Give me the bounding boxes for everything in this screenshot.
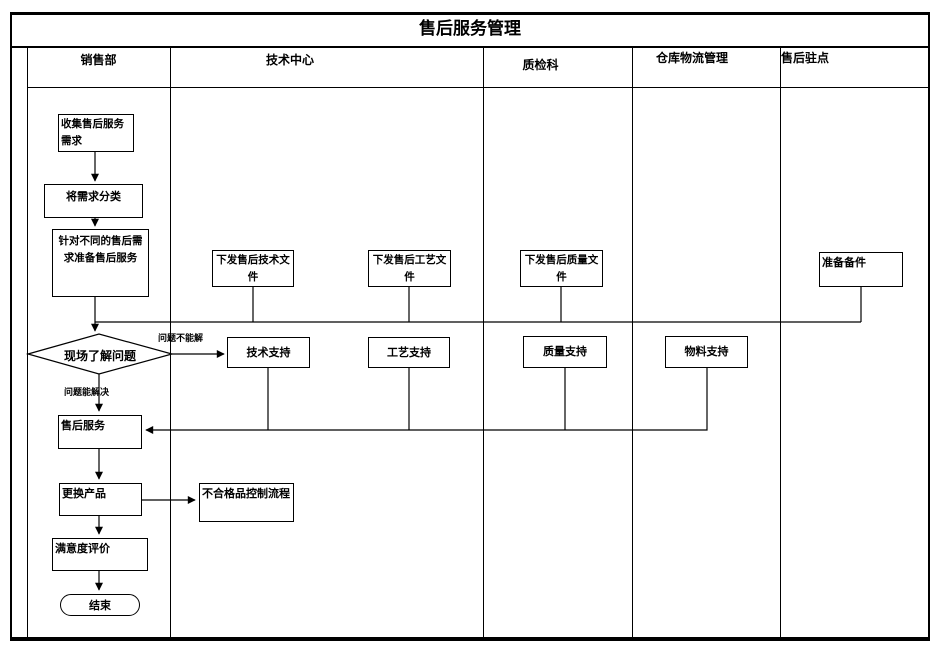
node-issue-quality-doc: 下发售后质量文件 <box>520 250 603 287</box>
edge-label-cannot-solve: 问题不能解 <box>158 334 204 344</box>
node-satisfaction-evaluation: 满意度评价 <box>52 538 148 571</box>
page-title: 售后服务管理 <box>10 12 930 48</box>
lane-header-after-sales-station: 售后驻点 <box>781 51 830 65</box>
node-material-support: 物料支持 <box>665 336 748 368</box>
decision-onsite-understand: 现场了解问题 <box>63 349 136 363</box>
edge-label-can-solve: 问题能解决 <box>64 388 110 398</box>
lane-divider-quality-warehouse <box>632 47 633 641</box>
node-nonconforming-control: 不合格品控制流程 <box>199 483 294 522</box>
lane-header-tech-center: 技术中心 <box>265 53 314 67</box>
lane-header-separator <box>27 87 930 88</box>
lane-divider-left-margin <box>27 47 28 641</box>
lane-divider-warehouse-station <box>780 47 781 641</box>
node-issue-tech-doc: 下发售后技术文件 <box>212 250 294 287</box>
node-prepare-spare-parts: 准备备件 <box>819 252 903 287</box>
node-craft-support: 工艺支持 <box>368 337 450 368</box>
node-after-sales-service: 售后服务 <box>58 415 142 449</box>
lane-divider-tech-quality <box>483 47 484 641</box>
node-tech-support: 技术支持 <box>227 337 310 368</box>
swimlane-frame <box>10 47 930 641</box>
node-replace-product: 更换产品 <box>59 483 142 516</box>
lane-divider-sales-tech <box>170 47 171 641</box>
node-quality-support: 质量支持 <box>523 336 607 368</box>
lane-header-sales: 销售部 <box>80 53 117 67</box>
terminator-end: 结束 <box>60 594 140 616</box>
lane-header-quality-inspection: 质检科 <box>522 58 559 72</box>
lane-header-warehouse-logistics: 仓库物流管理 <box>655 51 728 65</box>
node-issue-craft-doc: 下发售后工艺文件 <box>368 250 451 287</box>
node-prepare-service: 针对不同的售后需求准备售后服务 <box>52 229 149 297</box>
node-collect-demand: 收集售后服务需求 <box>58 114 134 152</box>
node-classify-demand: 将需求分类 <box>44 184 143 218</box>
